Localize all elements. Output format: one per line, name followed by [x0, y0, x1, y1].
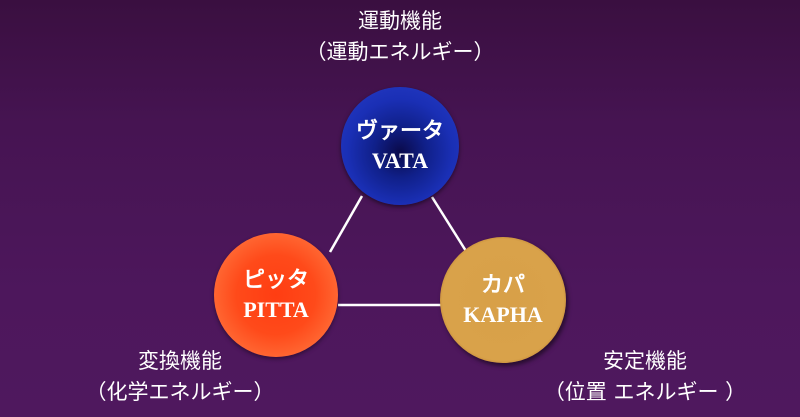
pitta-en-label: PITTA	[243, 297, 309, 322]
kapha-energy-label: （位置 エネルギー ）	[543, 380, 747, 404]
kapha-node: カパ KAPHA	[440, 237, 566, 363]
pitta-jp-label: ピッタ	[242, 268, 309, 293]
pitta-energy-label: （化学エネルギー）	[85, 380, 275, 404]
vata-en-label: VATA	[371, 148, 429, 173]
pitta-function-label: 変換機能	[138, 349, 222, 373]
edge-vata-pitta	[328, 195, 364, 253]
pitta-description: 変換機能 （化学エネルギー）	[60, 346, 300, 408]
kapha-jp-label: カパ	[480, 273, 525, 298]
kapha-en-label: KAPHA	[463, 302, 543, 327]
pitta-node: ピッタ PITTA	[214, 233, 338, 357]
vata-description: 運動機能 （運動エネルギー）	[280, 6, 520, 68]
kapha-function-label: 安定機能	[603, 349, 687, 373]
vata-jp-label: ヴァータ	[355, 119, 444, 144]
vata-energy-label: （運動エネルギー）	[305, 40, 495, 64]
kapha-description: 安定機能 （位置 エネルギー ）	[530, 346, 760, 408]
vata-function-label: 運動機能	[358, 9, 442, 33]
vata-node: ヴァータ VATA	[341, 87, 459, 205]
